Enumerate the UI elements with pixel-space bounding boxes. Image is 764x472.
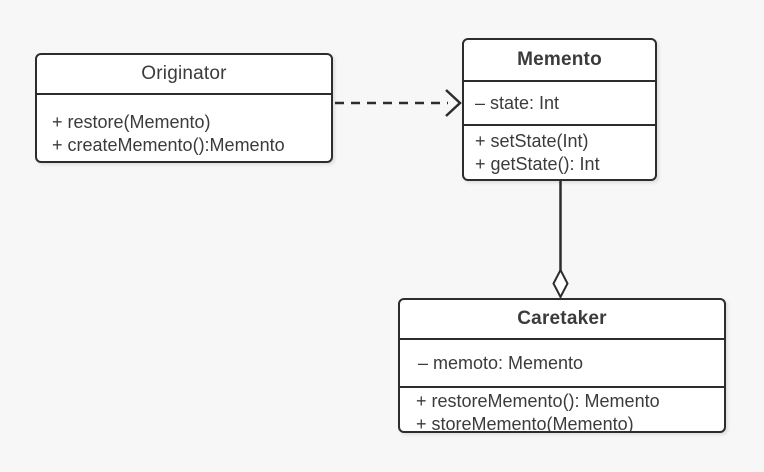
method-line: + restore(Memento) [52, 112, 211, 132]
attributes-compartment: – memoto: Memento [400, 340, 724, 388]
class-title-memento: Memento [464, 40, 655, 82]
hollow-diamond-icon [552, 267, 569, 300]
dependency-edge-originator-to-memento[interactable] [335, 89, 462, 117]
aggregation-edge-memento-to-caretaker[interactable] [552, 181, 569, 300]
class-title-originator: Originator [37, 55, 331, 95]
method-line: + createMemento():Memento [52, 135, 285, 155]
open-arrowhead-icon [445, 89, 462, 117]
class-title-caretaker: Caretaker [400, 300, 724, 340]
attributes-compartment: – state: Int [464, 82, 655, 126]
class-node-caretaker[interactable]: Caretaker – memoto: Memento + restoreMem… [398, 298, 726, 433]
method-line: + storeMemento(Memento) [416, 414, 634, 433]
class-node-memento[interactable]: Memento – state: Int + setState(Int) + g… [462, 38, 657, 181]
method-line: + setState(Int) [475, 131, 589, 151]
class-node-originator[interactable]: Originator + restore(Memento) + createMe… [35, 53, 333, 163]
methods-compartment: + restoreMemento(): Memento + storeMemen… [400, 388, 724, 433]
attribute-line: – state: Int [475, 92, 560, 113]
method-line: + restoreMemento(): Memento [416, 391, 660, 411]
methods-compartment: + setState(Int) + getState(): Int [464, 126, 655, 176]
method-line: + getState(): Int [475, 154, 600, 174]
attribute-line: – memoto: Memento [418, 352, 584, 373]
methods-compartment: + restore(Memento) + createMemento():Mem… [37, 95, 331, 157]
